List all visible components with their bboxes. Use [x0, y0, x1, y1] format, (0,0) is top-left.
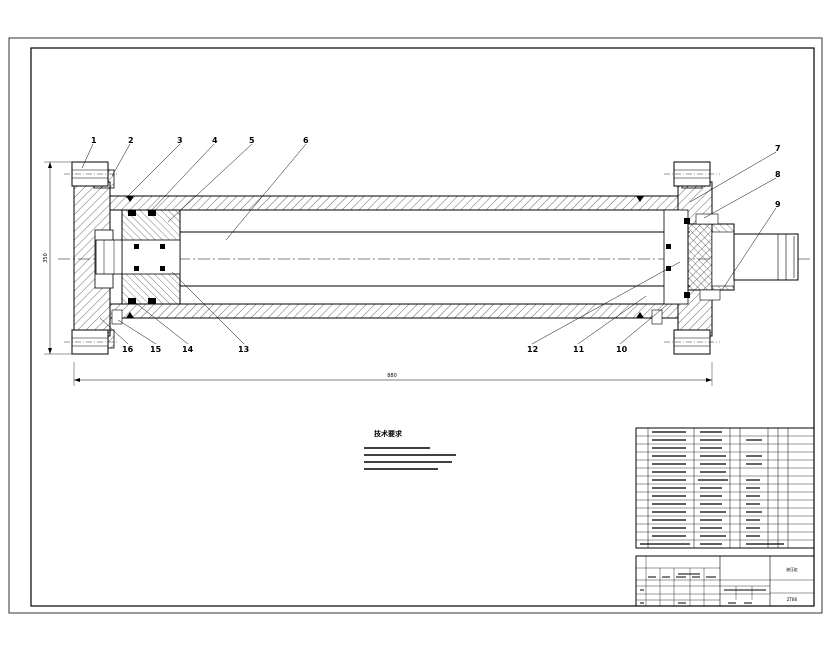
right-top-bolt: [664, 161, 720, 187]
left-bottom-bolt: [64, 329, 118, 355]
left-top-bolt: [64, 161, 118, 187]
callout-3: 3: [177, 136, 183, 145]
callout-14: 14: [182, 345, 194, 354]
notes-title: 技术要求: [374, 429, 403, 438]
title-block-fill-marks: [640, 573, 766, 604]
callout-12: 12: [527, 345, 538, 354]
callout-13: 13: [238, 345, 249, 354]
callouts: 1 2 3 4 5 6 7 8 9 10 11 12 13 14 15 16: [91, 136, 781, 354]
callout-11: 11: [573, 345, 585, 354]
dimension-height-label: 350: [43, 253, 49, 263]
title-block: [635, 555, 815, 607]
parts-list: [635, 427, 815, 549]
callout-2: 2: [128, 136, 134, 145]
inner-border: [30, 47, 815, 607]
technical-notes: 技术要求: [364, 429, 456, 470]
piston-rod: [95, 231, 690, 287]
rod-end: [733, 233, 799, 281]
right-bottom-bolt: [664, 329, 720, 355]
callout-5: 5: [249, 136, 255, 145]
drawing-name: 液压缸: [786, 566, 798, 572]
outer-border: [8, 37, 823, 614]
callout-16: 16: [122, 345, 134, 354]
callout-4: 4: [212, 136, 218, 145]
dimension-length: 880: [73, 362, 713, 386]
drawing-code: ZTB6: [787, 597, 798, 602]
callout-8: 8: [775, 170, 781, 179]
callout-1: 1: [91, 136, 97, 145]
dimension-height: 350: [43, 161, 74, 355]
dimension-length-label: 880: [387, 373, 397, 379]
callout-7: 7: [775, 144, 781, 153]
piston: [121, 209, 181, 305]
callout-15: 15: [150, 345, 162, 354]
parts-list-fill-marks: [640, 431, 784, 545]
callout-10: 10: [616, 345, 628, 354]
cylinder-tube: [109, 195, 679, 319]
seal-marks: [111, 196, 721, 325]
callout-6: 6: [303, 136, 309, 145]
callout-9: 9: [775, 200, 781, 209]
leader-lines: [81, 143, 777, 345]
